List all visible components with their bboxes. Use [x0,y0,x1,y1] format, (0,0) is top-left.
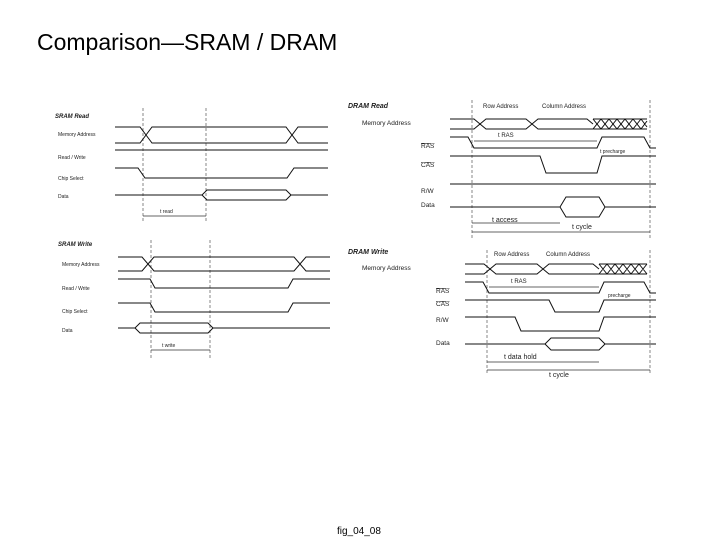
dram-write-wave-data [465,337,656,351]
sram-write-wave-address [118,256,330,272]
dram-write-signal-rw: R/W [436,317,450,324]
sram-read-signal-cs: Chip Select [58,176,84,182]
dram-write-t-data-hold-label: t data hold [504,354,537,361]
dram-read-wave-cas [450,155,656,174]
dram-write-row-address-label: Row Address [494,252,529,258]
sram-write-wave-cs [118,302,330,313]
dram-read-title: DRAM Read [348,103,389,110]
dram-write-signal-cas: CAS [436,301,450,308]
dram-read-wave-address [450,118,594,130]
dram-read-wave-data [450,196,656,218]
dram-write-panel: DRAM Write Memory Address RAS CAS R/W Da… [348,249,656,379]
sram-write-signal-rw: Read / Write [62,286,90,292]
sram-read-title: SRAM Read [55,114,89,120]
sram-write-title: SRAM Write [58,242,93,248]
dram-read-row-address-label: Row Address [483,104,518,110]
sram-read-wave-address [115,126,328,144]
dram-write-signal-data: Data [436,340,450,347]
dram-write-wave-cas [465,299,656,313]
dram-write-t-ras-label: t RAS [511,279,527,285]
dram-read-t-access-label: t access [492,217,518,224]
dram-write-t-cycle-label: t cycle [549,372,569,379]
dram-read-signal-ras: RAS [421,143,435,150]
dram-read-t-cycle-label: t cycle [572,224,592,231]
dram-read-wave-ras [450,136,656,149]
dram-write-address-invalid-hatch [598,263,648,275]
sram-read-wave-data [115,189,328,201]
sram-read-signal-data: Data [58,194,69,200]
sram-write-signal-address: Memory Address [62,262,100,268]
dram-read-signal-rw: R/W [421,188,435,195]
sram-read-panel: SRAM Read Memory Address Read / Write Ch… [55,108,328,222]
dram-read-signal-address: Memory Address [362,120,412,127]
figure-caption: fig_04_08 [337,526,381,537]
dram-write-title: DRAM Write [348,249,388,256]
sram-write-signal-data: Data [62,328,73,334]
dram-read-address-invalid-hatch [592,118,648,130]
dram-read-signal-data: Data [421,202,435,209]
dram-read-t-precharge-label: t precharge [600,149,626,155]
sram-write-timing-label: t write [162,343,176,349]
sram-write-panel: SRAM Write Memory Address Read / Write C… [58,240,330,358]
dram-read-signal-cas: CAS [421,162,435,169]
slide-title: Comparison—SRAM / DRAM [37,29,338,55]
dram-read-column-address-label: Column Address [542,104,586,110]
dram-read-t-ras-label: t RAS [498,133,514,139]
dram-write-wave-ras [465,281,656,294]
sram-read-timing-label: t read [160,209,173,215]
sram-read-signal-address: Memory Address [58,132,96,138]
dram-write-wave-rw [465,316,656,332]
sram-read-signal-rw: Read / Write [58,155,86,161]
dram-write-wave-address [465,263,600,275]
dram-write-t-precharge-label: precharge [608,293,631,299]
dram-write-column-address-label: Column Address [546,252,590,258]
dram-read-panel: DRAM Read Memory Address RAS CAS R/W Dat… [348,100,656,238]
sram-write-wave-rw [118,278,330,289]
sram-write-signal-cs: Chip Select [62,309,88,315]
sram-read-wave-cs [115,167,328,179]
dram-write-signal-address: Memory Address [362,265,412,272]
dram-write-signal-ras: RAS [436,288,450,295]
sram-write-wave-data [118,322,330,334]
